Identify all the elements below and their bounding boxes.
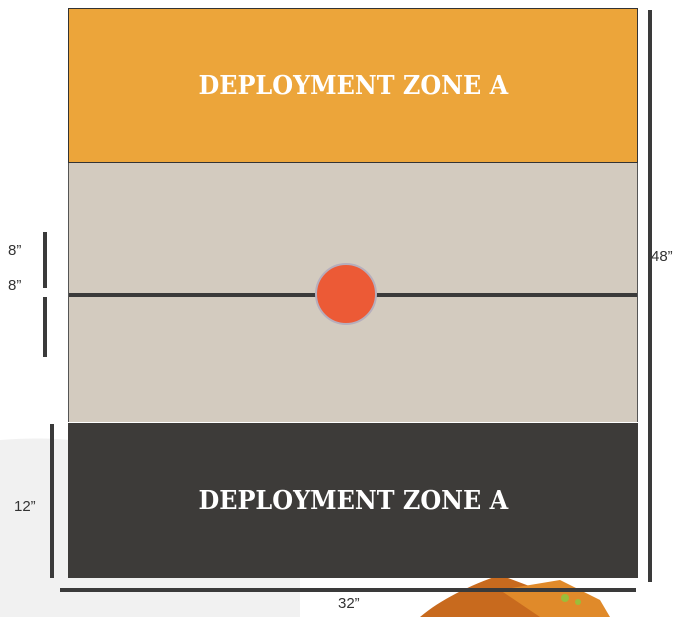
deployment-depth-dimension-bar: [50, 424, 54, 578]
upper-half-dimension-label: 8”: [8, 242, 22, 259]
no-mans-land: [68, 163, 638, 422]
board-width-dimension-bar: [60, 588, 636, 592]
deployment-depth-dimension-label: 12”: [14, 498, 36, 515]
board-width-dimension-label: 32”: [338, 595, 360, 612]
deployment-zone-bottom-label: DEPLOYMENT ZONE A: [198, 485, 508, 516]
lower-half-dimension-bar: [43, 297, 47, 357]
deployment-zone-top: DEPLOYMENT ZONE A: [68, 8, 638, 163]
deployment-zone-top-label: DEPLOYMENT ZONE A: [198, 70, 508, 101]
game-board: DEPLOYMENT ZONE A DEPLOYMENT ZONE A: [68, 8, 638, 578]
board-length-dimension-bar: [648, 10, 652, 582]
deployment-zone-bottom: DEPLOYMENT ZONE A: [68, 423, 638, 578]
board-length-dimension-label: 48”: [651, 248, 673, 265]
lower-half-dimension-label: 8”: [8, 277, 22, 294]
upper-half-dimension-bar: [43, 232, 47, 288]
center-objective-marker: [315, 263, 377, 325]
